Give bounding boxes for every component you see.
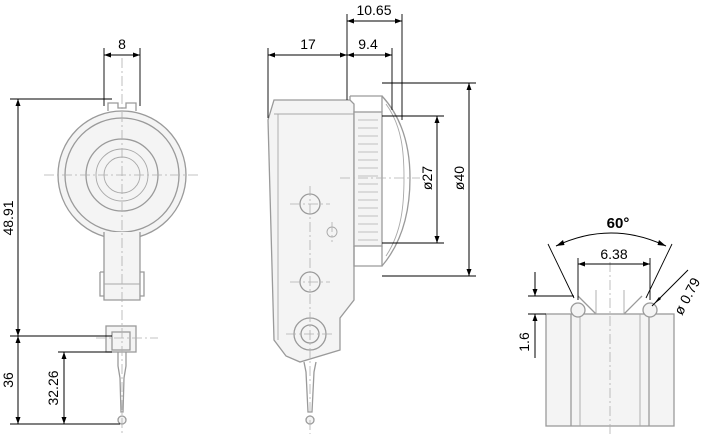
dim-16-arrow-bottom xyxy=(532,314,538,321)
dim-ball-diameter: ø 0.79 xyxy=(671,275,704,318)
side-bezel-bottom xyxy=(353,246,383,267)
dim-8-arrow-right xyxy=(133,52,140,58)
dim-3226-arrow-bottom xyxy=(61,417,67,424)
side-dimensions: 17 9.4 10.65 ø27 ø40 xyxy=(267,2,476,277)
dim-94-arrow-left xyxy=(347,52,354,58)
side-crystal xyxy=(381,95,411,267)
dim-079-arrow xyxy=(654,297,661,304)
dim-total-height: 36 xyxy=(0,372,16,388)
dim-1065-arrow-right xyxy=(395,18,402,24)
dim-dovetail-width: 6.38 xyxy=(600,246,627,262)
dim-stylus-length: 32.26 xyxy=(45,370,61,405)
detail-view xyxy=(545,262,675,434)
dim-dial-diameter: ø40 xyxy=(451,166,467,190)
side-bezel-knurling xyxy=(358,119,378,241)
dim-front-width: 8 xyxy=(118,36,126,52)
dim-638-arrow-right xyxy=(643,261,650,267)
dim-40-arrow-top xyxy=(466,83,472,90)
front-stylus xyxy=(117,352,127,413)
side-body xyxy=(267,99,355,363)
side-bezel-top xyxy=(349,95,383,112)
dim-60-arrow-right xyxy=(657,240,666,246)
dim-side-body-width: 17 xyxy=(300,36,316,52)
dim-60-arc xyxy=(555,232,667,247)
dim-side-total-width: 10.65 xyxy=(356,2,391,18)
dim-17-arrow-left xyxy=(268,52,275,58)
dim-bezel-diameter: ø27 xyxy=(419,166,435,190)
dim-40-arrow-bottom xyxy=(466,269,472,276)
front-lever-inner xyxy=(111,331,131,351)
dim-638-arrow-left xyxy=(578,261,585,267)
front-stem-clamp xyxy=(99,271,145,297)
dim-8-arrow-left xyxy=(104,52,111,58)
dim-60-arrow-left xyxy=(556,240,565,246)
dim-27-arrow-bottom xyxy=(434,236,440,243)
dim-16-arrow-top xyxy=(532,289,538,296)
dim-dovetail-angle: 60° xyxy=(607,215,630,232)
dim-27-arrow-top xyxy=(434,116,440,123)
dim-front-height: 48.91 xyxy=(0,200,16,235)
dim-36-arrow-bottom xyxy=(15,417,21,424)
detail-ball-left xyxy=(570,302,586,318)
dim-4891-arrow-top xyxy=(15,99,21,106)
dim-17-arrow-right xyxy=(340,52,347,58)
dim-1065-arrow-left xyxy=(347,18,354,24)
front-lever-housing xyxy=(105,325,137,353)
detail-dovetail-guides xyxy=(595,290,625,314)
dim-ball-offset: 1.6 xyxy=(516,332,532,352)
front-dimensions: 8 48.91 36 32.26 xyxy=(0,36,141,425)
dim-3226-arrow-top xyxy=(61,352,67,359)
dim-4891-arrow-bottom xyxy=(15,329,21,336)
dim-94-arrow-right xyxy=(385,52,392,58)
detail-dovetail-flanks xyxy=(577,295,643,315)
side-view xyxy=(267,95,420,434)
dim-60-ext-left xyxy=(547,243,575,299)
front-view xyxy=(44,58,200,434)
side-bezel xyxy=(353,111,383,247)
detail-ball-right xyxy=(642,302,658,318)
dim-36-arrow-top xyxy=(15,336,21,343)
dim-side-bezel-width: 9.4 xyxy=(358,36,378,52)
